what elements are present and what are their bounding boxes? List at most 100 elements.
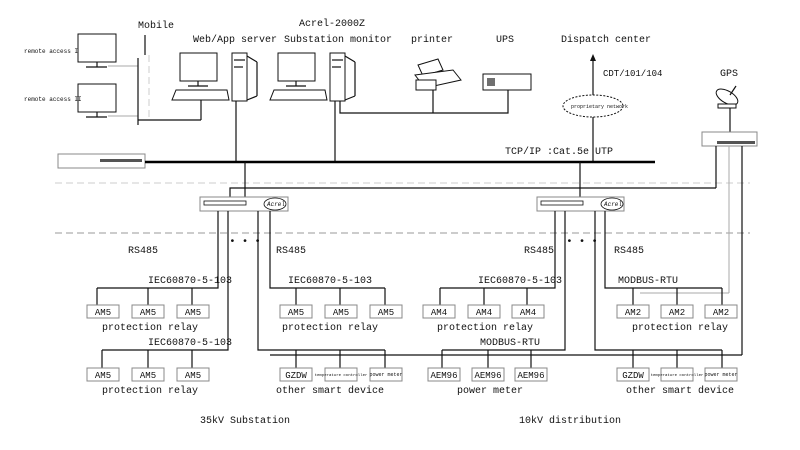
device-box [704,304,738,319]
acrel-2000z-label: Acrel-2000Z [299,18,365,30]
right-acrel-gateway [536,196,625,212]
left-rs485-a: RS485 [128,246,158,257]
device-label: AEM96 [474,371,501,381]
dispatch-center-label: Dispatch center [561,34,651,46]
left-acrel-gateway [199,196,289,212]
group-caption: protection relay [102,322,198,334]
device-label: AM5 [140,371,156,381]
left-ellipsis: • • • [229,236,261,248]
remote-access-1-label: remote access I [24,48,78,55]
device-box [660,367,694,382]
device-box [511,304,545,319]
device-box [514,367,548,382]
right-rs485-b: RS485 [614,246,644,257]
device-box [369,304,403,319]
right-rs485-a: RS485 [524,246,554,257]
device-box [660,304,694,319]
substation-monitor-computer-icon [269,52,356,102]
device-box [616,367,650,382]
group-caption: other smart device [276,385,384,397]
bus-label: TCP/IP :Cat.5e UTP [505,146,613,158]
device-box [427,367,461,382]
web-app-server-label: Web/App server [193,34,277,46]
right-gateway-brand: Acrel [603,201,622,208]
ups-icon [482,73,532,91]
device-box [86,304,120,319]
group-caption: protection relay [437,322,533,334]
device-label: temperature controller [651,373,704,378]
device-label: AM2 [625,308,641,318]
device-label: AM2 [669,308,685,318]
gps-label: GPS [720,69,738,80]
device-box [176,367,210,382]
group-caption: protection relay [282,322,378,334]
device-label: AM5 [333,308,349,318]
device-label: GZDW [285,371,307,381]
printer-icon [414,58,462,91]
ups-label: UPS [496,35,514,46]
protocol-label: MODBUS-RTU [480,338,540,349]
device-label: GZDW [622,371,644,381]
group-caption: protection relay [102,385,198,397]
device-box [131,304,165,319]
device-label: AM2 [713,308,729,318]
device-box [369,367,403,382]
printer-label: printer [411,34,453,46]
left-rs485-b: RS485 [276,246,306,257]
left-gateway-brand: Acrel [266,201,285,208]
protocol-label: IEC60870-5-103 [148,338,232,349]
device-box [324,367,358,382]
cloud-icon [562,94,624,118]
device-box [422,304,456,319]
substation-monitor-label: Substation monitor [284,34,392,46]
group-caption: other smart device [626,385,734,397]
device-box [86,367,120,382]
arrow-up-icon [590,54,596,61]
device-label: power meter [369,372,402,378]
right-ellipsis: • • • [566,236,598,248]
device-box [176,304,210,319]
device-box [616,304,650,319]
device-box [324,304,358,319]
protocol-label: IEC60870-5-103 [148,276,232,287]
web-app-server-computer-icon [171,52,258,102]
mobile-label: Mobile [138,20,174,32]
device-label: AEM96 [430,371,457,381]
device-label: AM5 [378,308,394,318]
left-network-switch [57,153,146,169]
gps-device [701,131,758,147]
device-label: AM5 [185,308,201,318]
device-box [704,367,738,382]
group-caption: protection relay [632,322,728,334]
device-box [131,367,165,382]
device-group: MODBUS-RTU AM2 AM2 AM2 protection relay [616,276,738,334]
device-box [279,304,313,319]
protocol-label: MODBUS-RTU [618,276,678,287]
device-label: AEM96 [517,371,544,381]
satellite-dish-icon [715,85,739,109]
device-box [279,367,313,382]
device-box [467,304,501,319]
device-label: temperature controller [315,373,368,378]
section-35kv-substation: 35kV Substation [200,415,290,427]
remote-access-2-label: remote access II [24,96,82,103]
device-label: AM5 [288,308,304,318]
device-label: AM5 [95,371,111,381]
device-label: power meter [704,372,737,378]
device-label: AM5 [95,308,111,318]
device-label: AM5 [185,371,201,381]
dispatch-protocol-label: CDT/101/104 [603,69,662,79]
device-label: AM4 [431,308,447,318]
remote-access-monitor-1 [77,33,117,68]
section-10kv-distribution: 10kV distribution [519,415,621,427]
device-label: AM4 [520,308,536,318]
device-box [471,367,505,382]
